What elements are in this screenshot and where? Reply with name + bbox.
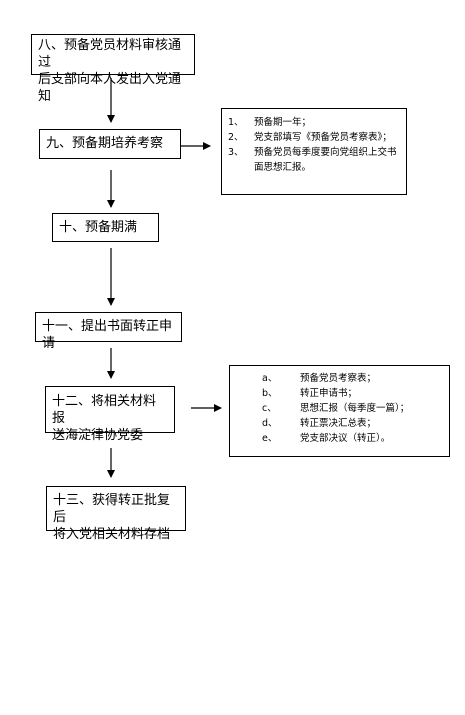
step-8-box: 八、预备党员材料审核通过 后支部向本人发出入党通知 xyxy=(31,34,195,104)
step-8-line1: 八、预备党员材料审核通过 xyxy=(38,38,182,70)
step-10-box: 十、预备期满 xyxy=(52,213,159,242)
note-row: 2、 党支部填写《预备党员考察表》； xyxy=(228,130,400,145)
note-text: 党支部填写《预备党员考察表》； xyxy=(254,132,392,143)
note-text: 预备期一年； xyxy=(254,117,312,128)
note-row: 1、 预备期一年； xyxy=(228,115,400,130)
step-13-line2: 将入党相关材料存档 xyxy=(53,527,171,542)
note-row: c、 思想汇报（每季度一篇）； xyxy=(236,401,443,416)
step-12-line2: 送海淀律协党委 xyxy=(52,428,144,443)
step-13-box: 十三、获得转正批复后 将入党相关材料存档 xyxy=(46,486,186,542)
note-text: 预备党员考察表； xyxy=(300,373,377,384)
note-row: b、 转正申请书； xyxy=(236,386,443,401)
materials-notes-box: a、 预备党员考察表； b、 转正申请书； c、 思想汇报（每季度一篇）； d、… xyxy=(229,365,450,457)
step-9-box: 九、预备期培养考察 xyxy=(39,129,181,159)
note-text: 预备党员每季度要向党组织上交书面思想汇报。 xyxy=(254,147,397,173)
note-row: d、 转正票决汇总表； xyxy=(236,416,443,431)
note-number: b、 xyxy=(262,388,278,399)
note-number: 3、 xyxy=(228,147,244,158)
note-text: 转正票决汇总表； xyxy=(300,418,377,429)
step-12-line1: 十二、将相关材料报 xyxy=(52,394,157,426)
note-number: a、 xyxy=(262,373,278,384)
note-row: a、 预备党员考察表； xyxy=(236,371,443,386)
note-row: e、 党支部决议（转正）。 xyxy=(236,431,443,446)
note-number: d、 xyxy=(262,418,278,429)
note-text: 转正申请书； xyxy=(300,388,358,399)
step-13-line1: 十三、获得转正批复后 xyxy=(53,493,171,525)
step-11-label: 十一、提出书面转正申请 xyxy=(42,319,173,351)
note-text: 思想汇报（每季度一篇）； xyxy=(300,403,410,414)
note-number: 2、 xyxy=(228,132,244,143)
step-10-label: 十、预备期满 xyxy=(59,220,138,235)
note-number: c、 xyxy=(262,403,277,414)
step-12-box: 十二、将相关材料报 送海淀律协党委 xyxy=(45,386,175,443)
note-text: 党支部决议（转正）。 xyxy=(300,433,391,444)
note-number: e、 xyxy=(262,433,278,444)
step-11-box: 十一、提出书面转正申请 xyxy=(35,312,182,351)
note-row: 3、 预备党员每季度要向党组织上交书面思想汇报。 xyxy=(228,145,400,175)
step-8-line2: 后支部向本人发出入党通知 xyxy=(38,72,182,104)
note-number: 1、 xyxy=(228,117,244,128)
probation-notes-box: 1、 预备期一年； 2、 党支部填写《预备党员考察表》； 3、 预备党员每季度要… xyxy=(221,108,407,195)
step-9-label: 九、预备期培养考察 xyxy=(46,136,164,151)
